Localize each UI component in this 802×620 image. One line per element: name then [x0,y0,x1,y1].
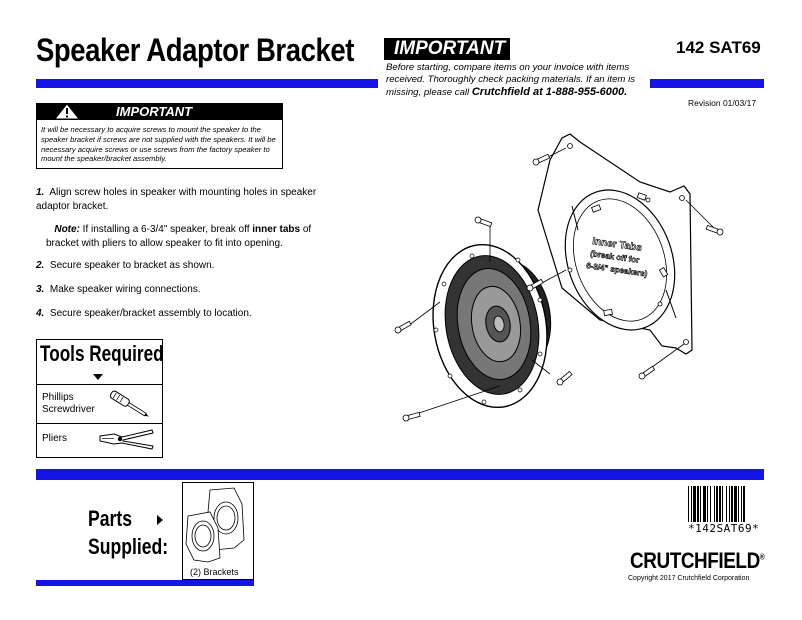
footer-rule-bottom [36,580,254,586]
note-text-bold: inner tabs [252,224,301,235]
barcode-bar [741,486,742,522]
barcode-bar [688,486,689,522]
important-notice: Before starting, compare items on your i… [386,62,648,99]
barcode-bar [719,486,721,522]
header-rule [36,79,378,88]
tool-screwdriver-label: Phillips Screwdriver [42,392,95,415]
tools-box [36,339,163,458]
right-arrow-icon [157,515,163,525]
important-notice-text: Before starting, compare items on your i… [386,62,636,98]
barcode-text: *142SAT69* [688,522,760,535]
note-label: Note: [54,224,80,235]
important-badge: IMPORTANT [384,38,510,60]
crutchfield-logo: CRUTCHFIELD® [630,548,765,574]
step-1-text: Align screw holes in speaker with mounti… [36,187,317,212]
screwdriver-icon [109,390,149,417]
brackets-thumbnail [185,487,245,563]
part-number: 142 SAT69 [676,38,761,57]
warning-label: IMPORTANT [116,104,193,119]
barcode [688,486,745,522]
step-3-text: Make speaker wiring connections. [49,284,201,295]
step-4: 4. Secure speaker/bracket assembly to lo… [36,307,341,321]
step-4-text: Secure speaker/bracket assembly to locat… [49,308,252,319]
logo-registered-mark: ® [759,552,765,562]
speaker-bracket-diagram: Inner Tabs (break off for 6-3/4" speaker… [394,133,724,422]
barcode-bar [738,486,739,522]
copyright: Copyright 2017 Crutchfield Corporation [628,575,750,582]
important-phone: Crutchfield at 1-888-955-6000. [471,86,628,98]
barcode-bar [734,486,737,522]
footer-rule-top [36,469,764,480]
barcode-bar [710,486,711,522]
barcode-bar [722,486,723,522]
warning-text: It will be necessary to acquire screws t… [41,125,276,164]
barcode-bar [703,486,706,522]
tools-title: Tools Required [40,341,164,366]
pliers-icon [99,429,154,450]
barcode-bar [691,486,692,522]
header-rule-right [650,79,764,88]
parts-title-line1: Parts [88,506,133,531]
revision-date: Revision 01/03/17 [688,98,757,108]
step-1-number: 1. [36,187,45,198]
note-text-post: of bracket with pliers to allow speaker … [46,224,312,249]
step-4-number: 4. [36,308,45,319]
parts-title-line2: Supplied: [88,534,169,559]
barcode-bar [693,486,696,522]
warning-header [36,103,283,120]
step-note: Note: If installing a 6-3/4" speaker, br… [46,223,341,251]
barcode-bar [726,486,727,522]
step-2: 2. Secure speaker to bracket as shown. [36,259,341,273]
barcode-bar [729,486,730,522]
step-3-number: 3. [36,284,45,295]
barcode-bar [700,486,701,522]
tool-pliers-label: Pliers [42,433,68,444]
logo-text: CRUTCHFIELD [630,548,760,573]
parts-title: Parts Supplied: [88,505,168,561]
page-title: Speaker Adaptor Bracket [36,32,354,68]
step-2-number: 2. [36,260,45,271]
barcode-bar [697,486,699,522]
parts-box [182,482,254,580]
warning-triangle-icon [54,103,80,120]
barcode-bar [714,486,715,522]
barcode-bar [716,486,718,522]
tools-divider [36,384,163,385]
barcode-bar [731,486,733,522]
brackets-label: (2) Brackets [190,567,239,577]
barcode-bar [743,486,745,522]
step-1: 1. Align screw holes in speaker with mou… [36,186,341,214]
barcode-bar [707,486,708,522]
note-text-pre: If installing a 6-3/4" speaker, break of… [79,224,253,235]
down-arrow-icon [93,374,103,380]
screw-icons [394,153,724,422]
bracket-opening [564,189,676,331]
step-3: 3. Make speaker wiring connections. [36,283,341,297]
tools-divider-2 [36,423,163,424]
step-2-text: Secure speaker to bracket as shown. [49,260,215,271]
